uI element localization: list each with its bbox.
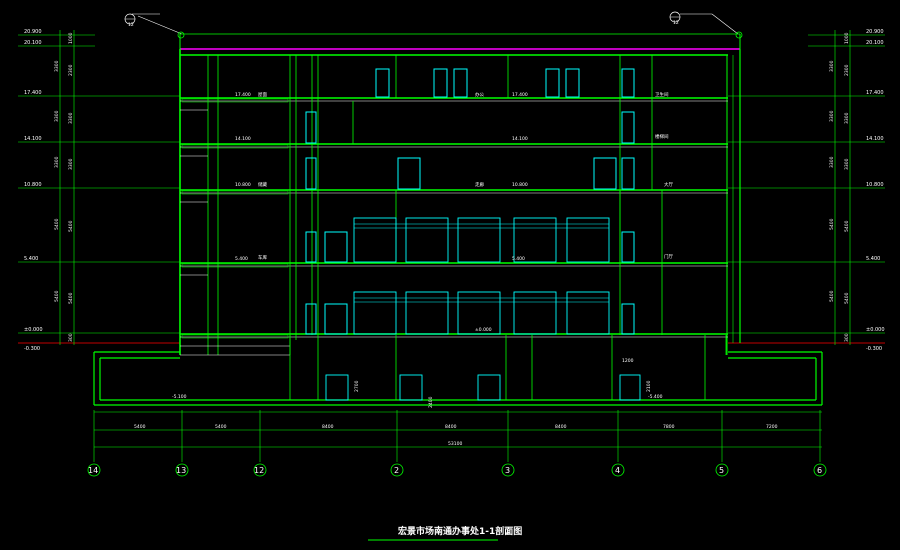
level-right-2: 17.400 <box>866 90 884 96</box>
note-9: -5.100 <box>172 394 187 400</box>
axis-2: 12 <box>254 466 264 475</box>
level-right-5: 5.400 <box>866 256 880 262</box>
right-dim-outer-1: 3300 <box>829 110 835 122</box>
right-level-column: 20.900 20.100 17.400 14.100 10.800 5.400… <box>728 29 885 352</box>
floor-level-2b: 10.800 <box>512 182 528 188</box>
level-right-6: ±0.000 <box>866 327 885 333</box>
note-12: 2100 <box>646 380 652 392</box>
left-dim-inner-3: 3300 <box>68 158 74 170</box>
axis-bubbles: 14 13 12 2 3 4 5 6 <box>87 463 827 477</box>
note-10: -5.400 <box>648 394 663 400</box>
note-4: 储藏 <box>258 181 267 188</box>
right-dim-outer-3: 5400 <box>829 218 835 230</box>
bottom-dim-5: 7800 <box>663 424 675 430</box>
bottom-dim-6: 7200 <box>766 424 778 430</box>
axis-5: 4 <box>615 466 620 475</box>
left-dim-outer-3: 5400 <box>54 218 60 230</box>
note-5: 走廊 <box>475 181 484 188</box>
level-left-1: 20.100 <box>24 40 42 46</box>
left-level-column: 20.900 20.100 17.400 14.100 10.800 5.400… <box>18 29 180 352</box>
left-dim-inner-4: 5400 <box>68 220 74 232</box>
bottom-dim-4: 8400 <box>555 424 567 430</box>
floor-level-1: 14.100 <box>235 136 251 142</box>
note-0: 屋面 <box>258 92 267 98</box>
axis-4: 3 <box>505 466 510 475</box>
building-section <box>93 31 823 406</box>
level-right-3: 14.100 <box>866 136 884 142</box>
bottom-dim-0: 5400 <box>134 424 146 430</box>
level-left-0: 20.900 <box>24 29 42 35</box>
drawing-title-block: 宏景市场南通办事处1-1剖面图 。 <box>368 525 522 541</box>
left-dim-outer-4: 5400 <box>54 290 60 302</box>
room-notes: 屋面 卫生间 办公 楼梯间 储藏 走廊 大厅 车库 门厅 -5.100 -5.4… <box>172 91 673 408</box>
note-14: 1200 <box>622 358 634 364</box>
floor-level-4: ±0.000 <box>475 327 492 333</box>
left-dim-inner-5: 5400 <box>68 292 74 304</box>
floor-level-3: 5.400 <box>235 256 248 262</box>
top-reference-left: 12 <box>124 13 183 35</box>
left-dim-inner-1: 2300 <box>68 64 74 76</box>
axis-3: 2 <box>394 466 399 475</box>
level-right-7: -0.300 <box>866 346 882 352</box>
floor-level-1b: 14.100 <box>512 136 528 142</box>
drawing-title-mark: 。 <box>506 527 515 537</box>
right-dim-inner-5: 5400 <box>844 292 850 304</box>
level-right-0: 20.900 <box>866 29 884 35</box>
level-left-7: -0.300 <box>24 346 40 352</box>
note-11: 2700 <box>354 380 360 392</box>
note-8: 门厅 <box>664 253 673 260</box>
right-dim-inner-2: 3300 <box>844 112 850 124</box>
top-ref-right-num: 12 <box>673 20 679 26</box>
left-dim-inner-2: 3300 <box>68 112 74 124</box>
right-dim-outer-2: 3300 <box>829 156 835 168</box>
level-left-5: 5.400 <box>24 256 38 262</box>
bottom-total: 53100 <box>448 441 462 447</box>
note-6: 大厅 <box>664 181 673 188</box>
level-left-4: 10.800 <box>24 182 42 188</box>
floor-level-3b: 5.400 <box>512 256 525 262</box>
level-right-4: 10.800 <box>866 182 884 188</box>
right-dim-inner-1: 2300 <box>844 64 850 76</box>
level-right-1: 20.100 <box>866 40 884 46</box>
left-dim-outer-1: 3300 <box>54 110 60 122</box>
right-dim-outer-0: 3300 <box>829 60 835 72</box>
note-1: 卫生间 <box>655 91 669 98</box>
note-2: 办公 <box>475 91 484 98</box>
left-dim-inner-0: 1000 <box>68 32 74 44</box>
right-dim-inner-4: 5400 <box>844 220 850 232</box>
level-left-3: 14.100 <box>24 136 42 142</box>
note-7: 车库 <box>258 254 267 261</box>
note-13: 2400 <box>428 396 434 408</box>
top-ref-left-num: 12 <box>128 22 134 28</box>
drawing-title: 宏景市场南通办事处1-1剖面图 <box>398 525 522 537</box>
right-dim-inner-6: 300 <box>844 333 850 342</box>
floor-level-tags: 17.400 17.400 14.100 14.100 10.800 10.80… <box>235 92 528 333</box>
right-dim-outer-4: 5400 <box>829 290 835 302</box>
right-dim-inner-3: 3300 <box>844 158 850 170</box>
floor-level-2: 10.800 <box>235 182 251 188</box>
floor-level-0b: 17.400 <box>512 92 528 98</box>
floor-level-0: 17.400 <box>235 92 251 98</box>
bottom-dim-2: 8400 <box>322 424 334 430</box>
axis-1: 13 <box>176 466 186 475</box>
top-reference-right: 12 <box>669 11 739 35</box>
left-dim-inner-6: 300 <box>68 333 74 342</box>
bottom-dimensions: 5400 5400 8400 8400 8400 7800 7200 53100 <box>93 410 822 462</box>
right-dim-inner-0: 1000 <box>844 32 850 44</box>
bottom-dim-3: 8400 <box>445 424 457 430</box>
axis-0: 14 <box>88 466 98 475</box>
left-dim-outer-0: 3300 <box>54 60 60 72</box>
left-dim-outer-2: 3300 <box>54 156 60 168</box>
level-left-2: 17.400 <box>24 90 42 96</box>
note-3: 楼梯间 <box>655 133 669 140</box>
axis-6: 5 <box>719 466 724 475</box>
level-left-6: ±0.000 <box>24 327 43 333</box>
axis-7: 6 <box>817 466 822 475</box>
bottom-dim-1: 5400 <box>215 424 227 430</box>
